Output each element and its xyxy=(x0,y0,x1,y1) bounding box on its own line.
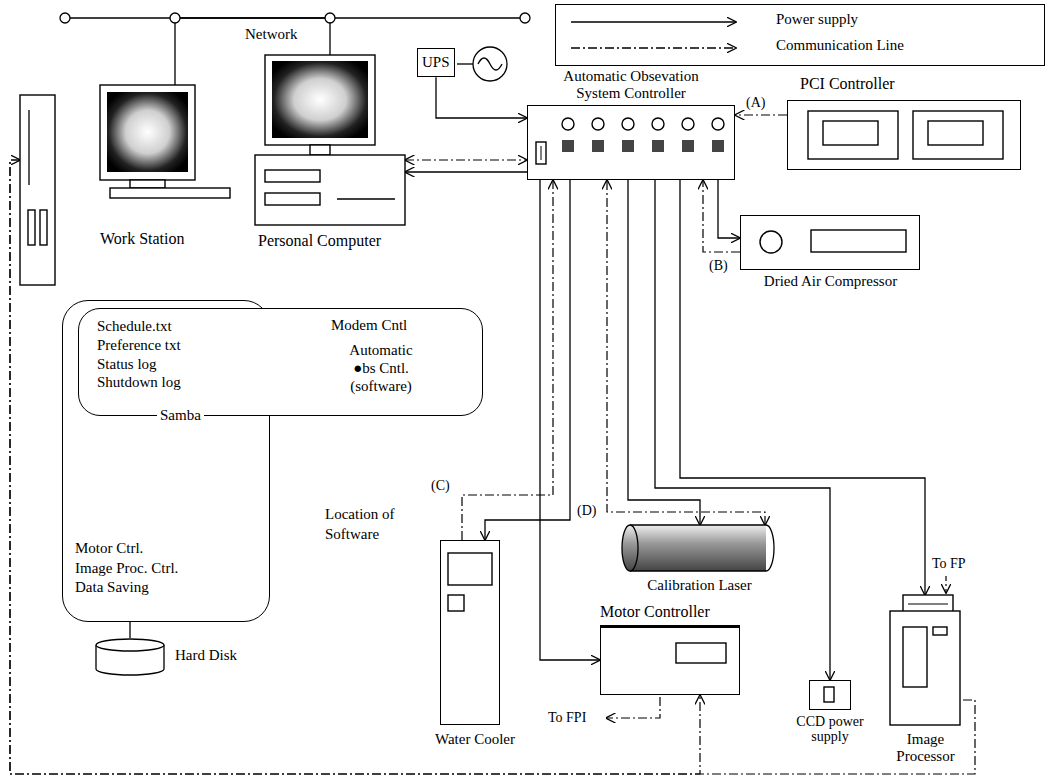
software-files-box: Schedule.txt Preference txt Status log S… xyxy=(78,308,483,416)
workstation-art-svg xyxy=(20,85,235,290)
laser-cylinder xyxy=(622,525,774,571)
fp-arrow xyxy=(945,576,946,593)
power-line xyxy=(718,180,740,238)
pci-controller-node: PCI Controller xyxy=(785,75,1023,172)
ac-source xyxy=(457,47,507,81)
legend-text: Communication Line xyxy=(776,37,904,54)
node-label: CCD power supply xyxy=(790,714,870,745)
communication-line xyxy=(10,160,700,774)
communication-line xyxy=(735,114,787,115)
ccd-supply-node: CCD power supply xyxy=(790,678,870,753)
power-line xyxy=(628,180,700,525)
workstation-art xyxy=(20,85,235,290)
ccd-box-svg xyxy=(810,681,852,711)
power-line xyxy=(540,180,600,660)
legend-line-sample xyxy=(571,47,736,48)
disk-cylinder xyxy=(95,638,165,676)
laser-node: Calibration Laser xyxy=(622,525,777,597)
node-label: Hard Disk xyxy=(175,647,237,664)
hard-disk-node: Hard Disk xyxy=(95,638,245,678)
node-label: UPS xyxy=(422,54,450,71)
disk-cylinder-svg xyxy=(95,638,165,676)
power-line xyxy=(485,180,570,540)
edge-label: (C) xyxy=(430,478,451,494)
cooler-box-svg xyxy=(441,541,501,726)
power-line xyxy=(129,622,130,638)
node-label: Water Cooler xyxy=(425,731,525,748)
node-label: Calibration Laser xyxy=(622,577,777,594)
edge-label: (D) xyxy=(576,503,597,519)
communication-line xyxy=(10,160,975,774)
node-label: Samba xyxy=(157,406,204,424)
motor-controller-node: Motor Controller xyxy=(598,603,743,698)
personal-computer-node: Personal Computer xyxy=(255,55,405,250)
communication-line xyxy=(703,180,740,252)
network-bus xyxy=(60,13,530,23)
legend-line-sample xyxy=(571,21,736,22)
pci-box xyxy=(787,100,1021,170)
node-label: Work Station xyxy=(100,230,184,248)
ups-box: UPS xyxy=(417,48,455,77)
workstation-node: Work Station xyxy=(20,85,235,290)
image-processor-node: Image Processor xyxy=(878,595,973,770)
node-label: Automatic Obsevation System Controller xyxy=(520,68,742,101)
water-cooler-node: Water Cooler xyxy=(425,538,525,753)
communication-line xyxy=(405,159,527,160)
node-label: Motor Controller xyxy=(600,603,710,621)
laser-cylinder-svg xyxy=(622,525,774,571)
controller-box xyxy=(527,105,735,180)
fp-label: To FP xyxy=(932,556,966,572)
node-label: Image Processor xyxy=(878,731,973,766)
computer-art xyxy=(255,55,405,225)
computer-art-svg xyxy=(255,55,405,225)
compressor-box-svg xyxy=(741,216,921,271)
legend-samples xyxy=(571,7,751,63)
compressor-node: Dried Air Compressor xyxy=(738,213,923,301)
node-label: Modem Cntl xyxy=(331,317,407,334)
ccd-box xyxy=(809,680,851,710)
legend-text: Power supply xyxy=(776,11,858,28)
node-label: Personal Computer xyxy=(258,232,381,250)
cooler-box xyxy=(440,540,500,725)
motor-box-svg xyxy=(601,628,741,698)
compressor-box xyxy=(740,215,920,270)
network-label: Network xyxy=(245,26,298,43)
controller-node: Automatic Obsevation System Controller xyxy=(520,68,742,180)
node-label: Motor Ctrl. Image Proc. Ctrl. Data Savin… xyxy=(75,539,178,598)
fpi-arrow xyxy=(606,697,660,718)
node-label: Dried Air Compressor xyxy=(738,273,923,290)
node-label: PCI Controller xyxy=(800,75,895,93)
power-line xyxy=(436,77,527,118)
image-processor-art-svg xyxy=(878,595,963,725)
motor-box xyxy=(600,625,740,695)
controller-box-svg xyxy=(528,106,736,181)
software-location-label: Location of Software xyxy=(325,505,395,544)
pci-box-svg xyxy=(788,101,1022,171)
edge-label: (A) xyxy=(745,95,766,111)
node-label: Schedule.txt Preference txt Status log S… xyxy=(97,317,181,392)
image-processor-art xyxy=(878,595,963,725)
fpi-label: To FPI xyxy=(548,710,586,726)
legend-box: Power supplyCommunication Line xyxy=(555,4,1045,66)
edge-label: (B) xyxy=(708,258,729,274)
power-line xyxy=(405,171,527,172)
node-label: Automatic ●bs Cntl. (software) xyxy=(316,341,446,395)
